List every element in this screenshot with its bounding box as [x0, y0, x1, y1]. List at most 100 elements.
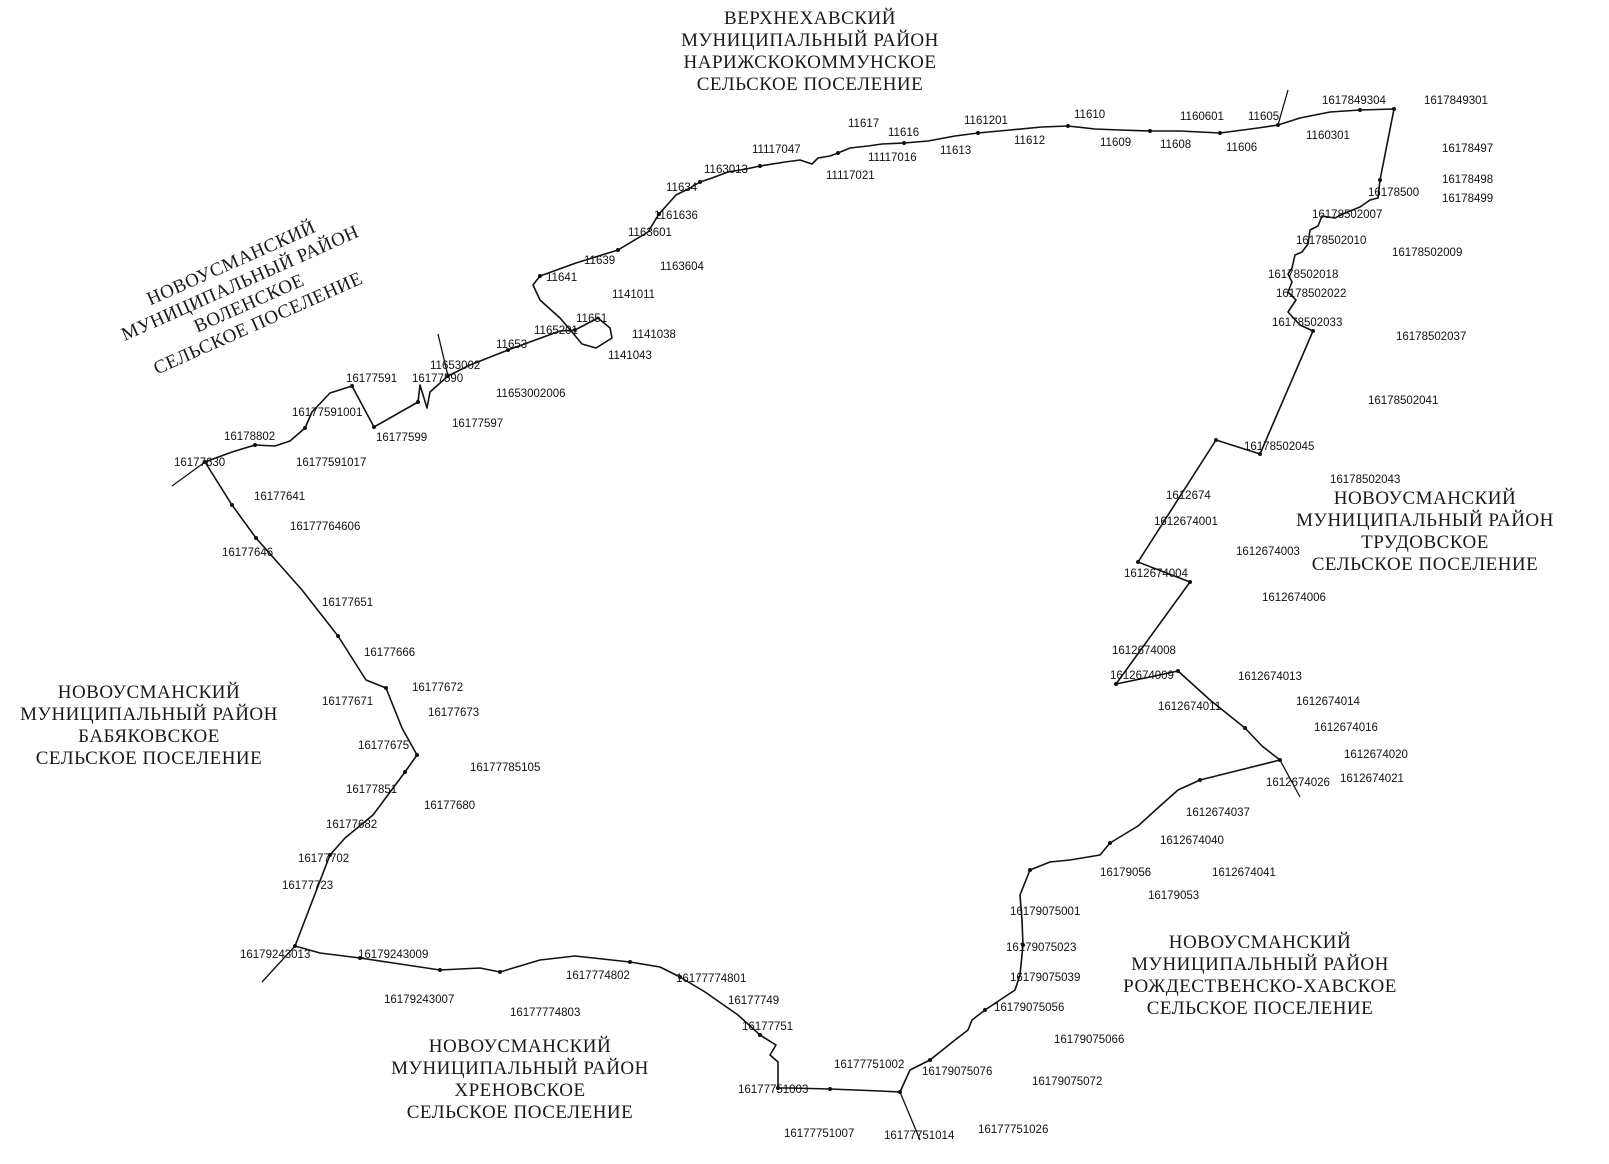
point-label: 11634: [666, 182, 698, 194]
point-label: 16179075023: [1006, 942, 1076, 954]
point-label: 16177590: [412, 373, 463, 385]
boundary-stub-s: [899, 1091, 921, 1141]
region-line: СЕЛЬСКОЕ ПОСЕЛЕНИЕ: [1311, 554, 1539, 575]
point-label: 1163604: [660, 261, 705, 273]
point-label: 16177671: [322, 696, 373, 708]
point-labels: 11617 11616 1161201 11610 1160601 11605 …: [174, 95, 1493, 1142]
point-label: 16178802: [224, 431, 275, 443]
point-label: 16177751002: [834, 1059, 904, 1071]
point-label: 11606: [1226, 142, 1257, 154]
point-label: 16177774803: [510, 1007, 580, 1019]
point-label: 11610: [1074, 109, 1105, 121]
point-label: 16179075056: [994, 1002, 1064, 1014]
region-north: ВЕРХНЕХАВСКИЙ МУНИЦИПАЛЬНЫЙ РАЙОН НАРИЖС…: [680, 8, 940, 96]
point-label: 11653: [496, 339, 527, 351]
point-label: 1612674011: [1158, 701, 1221, 713]
point-label: 16178502037: [1396, 331, 1466, 343]
point-label: 1161201: [964, 115, 1008, 127]
point-label: 1612674001: [1154, 516, 1218, 528]
region-line: ВЕРХНЕХАВСКИЙ: [724, 8, 896, 29]
point-label: 16178502018: [1268, 269, 1338, 281]
point-label: 16179075072: [1032, 1076, 1102, 1088]
point-label: 16178500: [1368, 187, 1419, 199]
point-label: 16177673: [428, 707, 479, 719]
point-label: 16177651: [322, 597, 373, 609]
region-line: НОВОУСМАНСКИЙ: [1168, 932, 1352, 953]
point-label: 16178497: [1442, 143, 1493, 155]
point-label: 16177597: [452, 418, 503, 430]
point-label: 1163601: [628, 227, 672, 239]
point-label: 16179075076: [922, 1066, 992, 1078]
region-line: НОВОУСМАНСКИЙ: [428, 1036, 612, 1057]
point-label: 16178502022: [1276, 288, 1346, 300]
region-line: ХРЕНОВСКОЕ: [454, 1080, 586, 1101]
point-label: 11609: [1100, 137, 1131, 149]
point-label: 16177751: [742, 1021, 793, 1033]
point-label: 16177723: [282, 880, 333, 892]
region-line: НАРИЖСКОКОММУНСКОЕ: [683, 52, 937, 73]
point-label: 1141038: [632, 329, 676, 341]
region-line: МУНИЦИПАЛЬНЫЙ РАЙОН: [20, 704, 278, 725]
point-label: 16177591017: [296, 457, 366, 469]
point-label: 16177641: [254, 491, 305, 503]
point-label: 16177764606: [290, 521, 360, 533]
point-label: 1612674041: [1212, 867, 1276, 879]
region-line: СЕЛЬСКОЕ ПОСЕЛЕНИЕ: [1146, 998, 1374, 1019]
point-label: 1160301: [1306, 130, 1350, 142]
point-label: 11653002006: [496, 388, 566, 400]
point-label: 1612674037: [1186, 807, 1250, 819]
point-label: 1612674013: [1238, 671, 1302, 683]
point-label: 16177672: [412, 682, 463, 694]
point-label: 1612674009: [1110, 670, 1174, 682]
point-label: 1612674: [1166, 490, 1211, 502]
point-label: 16178502033: [1272, 317, 1342, 329]
region-line: МУНИЦИПАЛЬНЫЙ РАЙОН: [1131, 954, 1389, 975]
point-label: 16178499: [1442, 193, 1493, 205]
region-line: СЕЛЬСКОЕ ПОСЕЛЕНИЕ: [696, 74, 924, 95]
point-label: 11605: [1248, 111, 1279, 123]
point-label: 16178502009: [1392, 247, 1462, 259]
point-label: 11639: [584, 255, 615, 267]
region-line: МУНИЦИПАЛЬНЫЙ РАЙОН: [391, 1058, 649, 1079]
point-label: 11613: [940, 145, 971, 157]
point-label: 11617: [848, 118, 879, 130]
point-label: 1165201: [534, 325, 578, 337]
region-east: НОВОУСМАНСКИЙ МУНИЦИПАЛЬНЫЙ РАЙОН ТРУДОВ…: [1290, 488, 1560, 576]
point-label: 16178502010: [1296, 235, 1366, 247]
point-label: 16177751014: [884, 1130, 955, 1142]
point-label: 1612674006: [1262, 592, 1326, 604]
boundary-stub-e: [1279, 759, 1301, 798]
region-line: РОЖДЕСТВЕНСКО-ХАВСКОЕ: [1123, 976, 1397, 997]
point-label: 16177591001: [292, 407, 362, 419]
point-label: 1612674004: [1124, 568, 1189, 580]
point-label: 11651: [576, 313, 607, 325]
boundary-line: [204, 108, 1395, 1093]
point-label: 1617774802: [566, 970, 630, 982]
point-label: 1141043: [608, 350, 652, 362]
point-label: 16177751007: [784, 1128, 854, 1140]
region-line: НОВОУСМАНСКИЙ: [57, 682, 241, 703]
point-label: 16179243007: [384, 994, 454, 1006]
point-label: 16177851: [346, 784, 397, 796]
point-label: 16177646: [222, 547, 273, 559]
point-label: 16178502041: [1368, 395, 1438, 407]
region-line: СЕЛЬСКОЕ ПОСЕЛЕНИЕ: [406, 1102, 634, 1123]
boundary-stub-nw: [171, 461, 206, 487]
region-west: НОВОУСМАНСКИЙ МУНИЦИПАЛЬНЫЙ РАЙОН БАБЯКО…: [14, 682, 284, 770]
region-line: МУНИЦИПАЛЬНЫЙ РАЙОН: [1296, 510, 1554, 531]
point-label: 16177785105: [470, 762, 540, 774]
point-label: 1612674026: [1266, 777, 1330, 789]
point-label: 1612674021: [1340, 773, 1404, 785]
point-label: 1160601: [1180, 111, 1224, 123]
point-label: 11653002: [430, 360, 480, 372]
region-line: СЕЛЬСКОЕ ПОСЕЛЕНИЕ: [35, 748, 263, 769]
point-label: 16177599: [376, 432, 427, 444]
point-label: 16178502007: [1312, 209, 1382, 221]
region-line: ТРУДОВСКОЕ: [1361, 532, 1489, 553]
point-label: 11117021: [826, 170, 875, 182]
region-line: МУНИЦИПАЛЬНЫЙ РАЙОН: [681, 30, 939, 51]
point-label: 16177591: [346, 373, 397, 385]
boundary-vertices: [203, 107, 1396, 1094]
point-label: 16179075001: [1010, 906, 1080, 918]
point-label: 16179243013: [240, 949, 310, 961]
